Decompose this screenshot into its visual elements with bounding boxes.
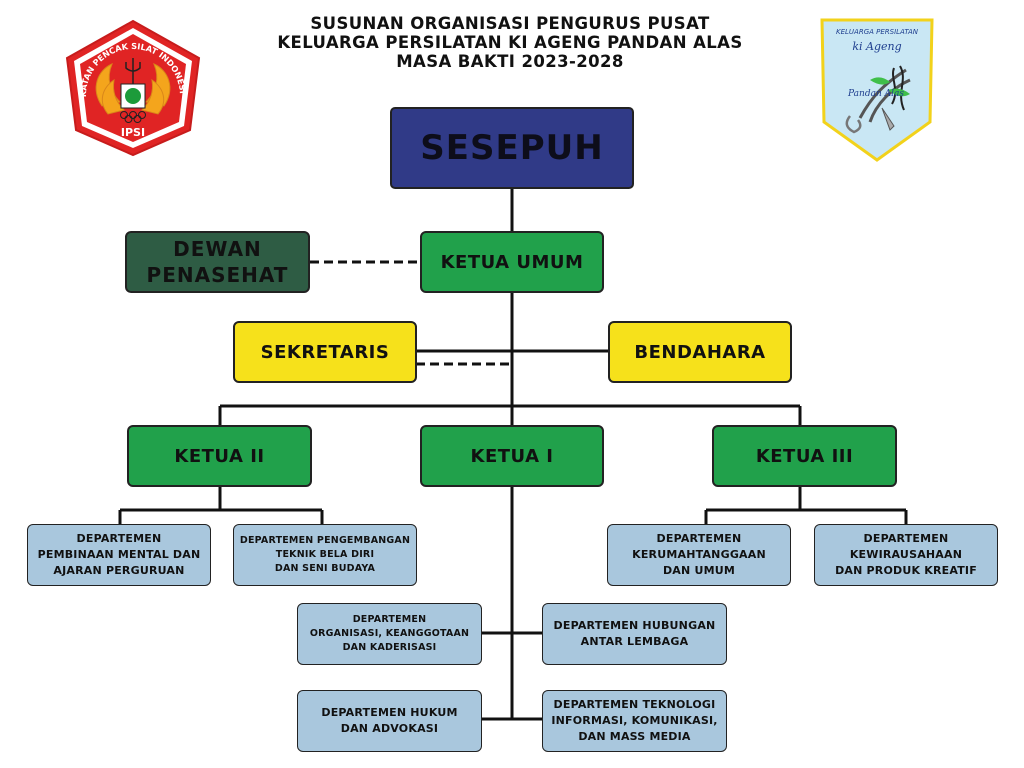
- kpkap-logo-line-1: KELUARGA PERSILATAN: [836, 28, 919, 36]
- dept-kewirausahaan: DEPARTEMEN KEWIRAUSAHAAN DAN PRODUK KREA…: [814, 524, 998, 586]
- dept-organisasi: DEPARTEMEN ORGANISASI, KEANGGOTAAN DAN K…: [297, 603, 482, 665]
- node-ketua-ii: KETUA II: [127, 425, 312, 487]
- node-sesepuh: SESEPUH: [390, 107, 634, 189]
- dept-hubungan-antar-lembaga: DEPARTEMEN HUBUNGAN ANTAR LEMBAGA: [542, 603, 727, 665]
- dept-pembinaan-mental: DEPARTEMEN PEMBINAAN MENTAL DAN AJARAN P…: [27, 524, 211, 586]
- title-line-2: KELUARGA PERSILATAN KI AGENG PANDAN ALAS: [277, 33, 743, 52]
- dept-pengembangan-teknik: DEPARTEMEN PENGEMBANGAN TEKNIK BELA DIRI…: [233, 524, 417, 586]
- node-ketua-iii: KETUA III: [712, 425, 897, 487]
- dept-teknologi-informasi: DEPARTEMEN TEKNOLOGI INFORMASI, KOMUNIKA…: [542, 690, 727, 752]
- kpkap-logo-line-3: Pandan Alas: [847, 89, 904, 99]
- kpkap-logo-line-2: ki Ageng: [852, 40, 901, 53]
- ipsi-logo: IKATAN PENCAK SILAT INDONESIA IPSI: [62, 18, 201, 157]
- title-line-1: SUSUNAN ORGANISASI PENGURUS PUSAT: [310, 14, 710, 33]
- node-sekretaris: SEKRETARIS: [233, 321, 417, 383]
- chart-title: SUSUNAN ORGANISASI PENGURUS PUSAT KELUAR…: [230, 14, 790, 71]
- node-ketua-umum: KETUA UMUM: [420, 231, 604, 293]
- node-dewan-penasehat: DEWAN PENASEHAT: [125, 231, 310, 293]
- dept-hukum-advokasi: DEPARTEMEN HUKUM DAN ADVOKASI: [297, 690, 482, 752]
- ipsi-logo-abbr: IPSI: [121, 126, 145, 139]
- node-ketua-i: KETUA I: [420, 425, 604, 487]
- node-bendahara: BENDAHARA: [608, 321, 792, 383]
- kpkap-logo: KELUARGA PERSILATAN ki Ageng Pandan Alas: [820, 18, 934, 162]
- title-line-3: MASA BAKTI 2023-2028: [396, 52, 624, 71]
- dept-kerumahtanggaan: DEPARTEMEN KERUMAHTANGGAAN DAN UMUM: [607, 524, 791, 586]
